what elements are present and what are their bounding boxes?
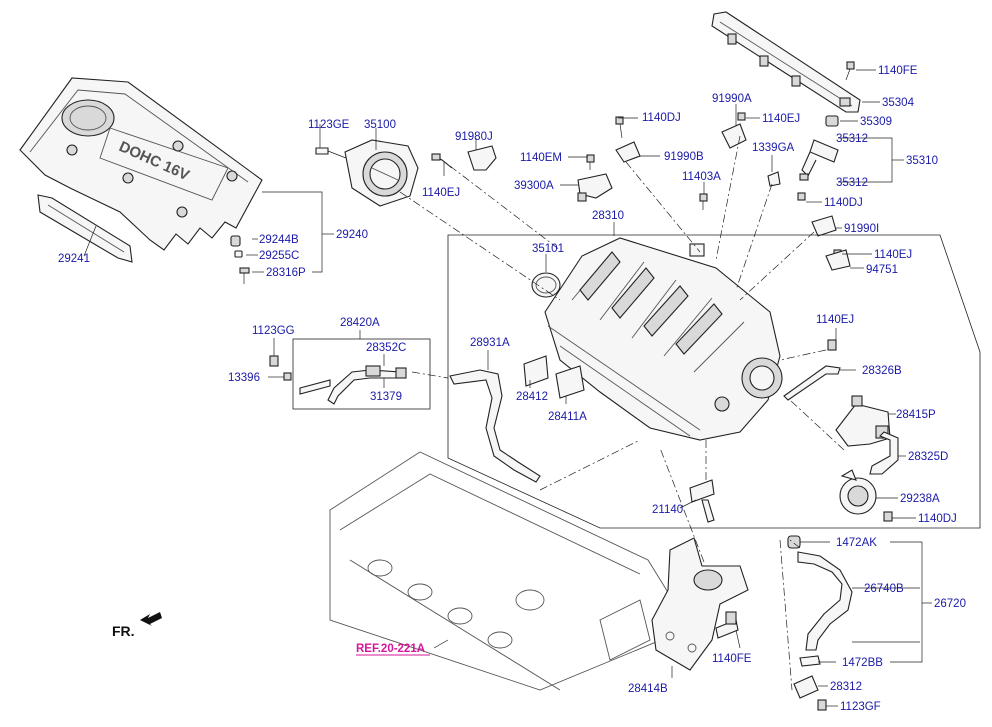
intake-manifold	[544, 237, 783, 441]
label-28310: 28310	[592, 210, 624, 222]
reference-label: REF.20-221A	[356, 643, 425, 655]
label-1472BB: 1472BB	[842, 657, 883, 669]
label-28931A: 28931A	[470, 337, 510, 349]
label-28316P: 28316P	[266, 267, 306, 279]
label-28326B: 28326B	[862, 365, 902, 377]
label-1123GF: 1123GF	[840, 701, 881, 713]
label-11403A: 11403A	[682, 171, 721, 183]
fuel-rail	[711, 11, 861, 113]
engine-cover: DOHC 16V	[19, 77, 263, 251]
label-91980J: 91980J	[455, 131, 493, 143]
label-35312-b: 35312	[836, 177, 868, 189]
label-28312: 28312	[830, 681, 862, 693]
map-sensor	[577, 173, 613, 202]
label-1140EJ-c: 1140EJ	[874, 249, 912, 261]
label-1140EM: 1140EM	[520, 152, 562, 164]
label-91990A: 91990A	[712, 93, 752, 105]
label-28411A: 28411A	[548, 411, 587, 423]
label-28420A: 28420A	[340, 317, 380, 329]
label-94751: 94751	[866, 264, 898, 276]
label-26720: 26720	[934, 598, 966, 610]
pcv-kit-frame	[292, 338, 431, 410]
label-31379: 31379	[370, 391, 402, 403]
label-1123GE: 1123GE	[308, 119, 350, 131]
injector	[799, 115, 839, 181]
label-29238A: 29238A	[900, 493, 940, 505]
label-1140DJ-a: 1140DJ	[642, 112, 681, 124]
label-35310: 35310	[906, 155, 938, 167]
knock-sensor	[689, 479, 715, 523]
label-28415P: 28415P	[896, 409, 936, 421]
label-28352C: 28352C	[366, 342, 406, 354]
label-91990B: 91990B	[664, 151, 704, 163]
leader-lines	[83, 69, 981, 707]
vacuum-actuator	[839, 469, 893, 522]
direction-label: FR.	[112, 623, 135, 639]
label-28412: 28412	[516, 391, 548, 403]
bolts-top	[315, 61, 855, 258]
breather-hose	[449, 369, 541, 483]
gaskets	[523, 272, 585, 399]
label-21140: 21140	[652, 504, 683, 516]
label-1140DJ-c: 1140DJ	[918, 513, 957, 525]
label-35312-a: 35312	[836, 133, 868, 145]
front-arrow-icon	[140, 612, 162, 626]
solenoid-valve	[835, 395, 891, 447]
hose-28325D	[869, 431, 899, 475]
engine-bracket	[651, 537, 749, 671]
throttle-body	[344, 139, 419, 207]
label-1140DJ-b: 1140DJ	[824, 197, 863, 209]
label-35309: 35309	[860, 116, 892, 128]
part-labels: 29241 29244B 29255C 28316P 29240 1123GE …	[58, 65, 966, 713]
label-1123GG: 1123GG	[252, 325, 295, 337]
vacuum-hose-28326B	[783, 339, 841, 401]
label-1140EJ-a: 1140EJ	[422, 187, 460, 199]
cover-bracket	[37, 194, 133, 263]
label-29244B: 29244B	[259, 234, 299, 246]
label-35101: 35101	[532, 243, 564, 255]
cover-grommets	[230, 235, 250, 284]
label-29240: 29240	[336, 229, 368, 241]
label-13396: 13396	[228, 372, 260, 384]
label-1140EJ-b: 1140EJ	[762, 113, 800, 125]
label-28325D: 28325D	[908, 451, 948, 463]
label-1472AK: 1472AK	[836, 537, 877, 549]
label-29255C: 29255C	[259, 250, 299, 262]
label-29241: 29241	[58, 253, 90, 265]
label-1140EJ-d: 1140EJ	[816, 314, 854, 326]
label-91990I: 91990I	[844, 223, 879, 235]
label-1339GA: 1339GA	[752, 142, 795, 154]
assembly-lines	[399, 135, 845, 691]
label-39300A: 39300A	[514, 180, 554, 192]
label-35100: 35100	[364, 119, 396, 131]
label-26740B: 26740B	[864, 583, 904, 595]
label-1140FE-a: 1140FE	[878, 65, 918, 77]
label-35304: 35304	[882, 97, 915, 109]
label-1140FE-b: 1140FE	[712, 653, 752, 665]
label-28414B: 28414B	[628, 683, 668, 695]
